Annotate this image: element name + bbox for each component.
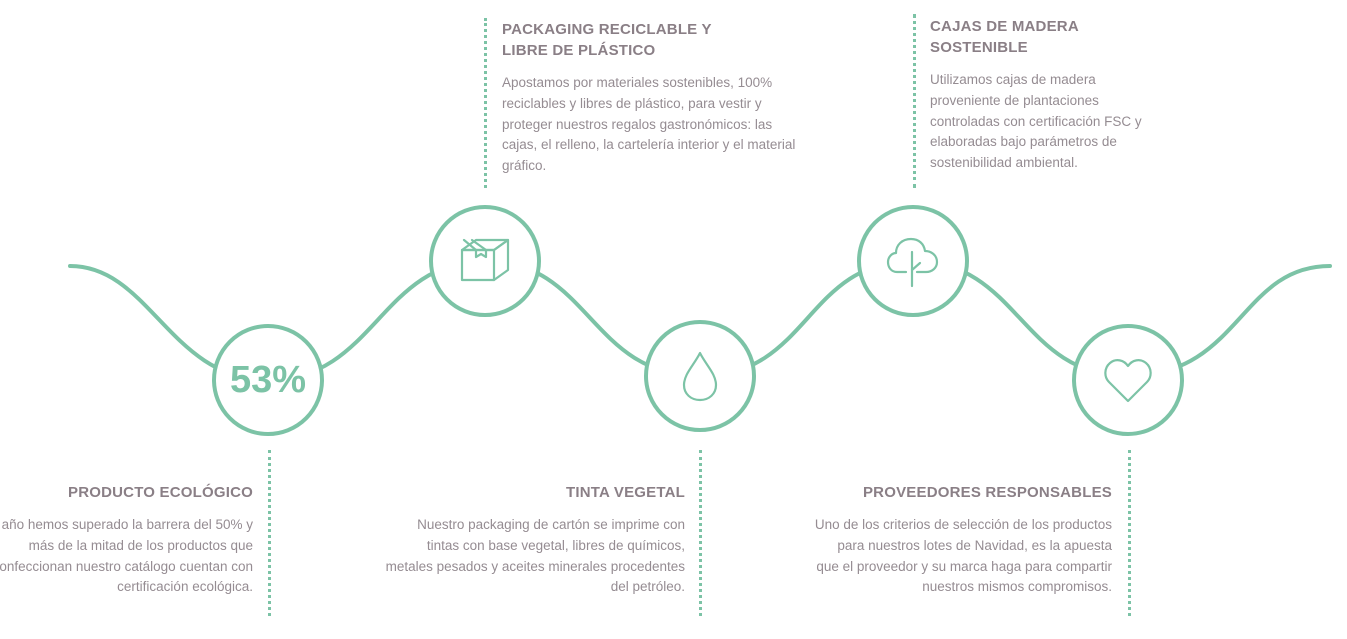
item-text: Apostamos por materiales sostenibles, 10…: [502, 75, 796, 174]
item-text: Este año hemos superado la barrera del 5…: [0, 517, 253, 595]
connector-dots: [484, 18, 487, 188]
item-title: PROVEEDORES RESPONSABLES: [862, 484, 1112, 501]
node-proveedores: [1072, 324, 1184, 436]
item-title: CAJAS DE MADERA SOSTENIBLE: [930, 18, 1079, 56]
tree-icon: [886, 237, 939, 288]
item-title: TINTA VEGETAL: [566, 484, 685, 501]
item-proveedores: PROVEEDORES RESPONSABLES Uno de los crit…: [812, 482, 1112, 598]
item-title: PACKAGING RECICLABLE Y LIBRE DE PLÁSTICO: [502, 21, 712, 59]
connector-dots: [268, 450, 271, 616]
node-cajas-madera: [857, 205, 969, 317]
item-text: Nuestro packaging de cartón se imprime c…: [385, 517, 685, 595]
item-title: PRODUCTO ECOLÓGICO: [68, 484, 253, 501]
heart-icon: [1104, 359, 1152, 403]
box-icon: [460, 238, 510, 282]
drop-icon: [682, 351, 718, 402]
percentage-badge: 53%: [229, 358, 307, 401]
node-packaging: [429, 205, 541, 317]
node-tinta-vegetal: [644, 320, 756, 432]
item-text: Utilizamos cajas de madera proveniente d…: [930, 72, 1142, 171]
item-packaging: PACKAGING RECICLABLE Y LIBRE DE PLÁSTICO…: [502, 19, 802, 177]
connector-dots: [1128, 450, 1131, 616]
connector-dots: [913, 14, 916, 188]
item-cajas-madera: CAJAS DE MADERA SOSTENIBLE Utilizamos ca…: [930, 16, 1150, 174]
item-tinta-vegetal: TINTA VEGETAL Nuestro packaging de cartó…: [385, 482, 685, 598]
item-producto-ecologico: PRODUCTO ECOLÓGICO Este año hemos supera…: [0, 482, 253, 598]
node-producto-ecologico: 53%: [212, 324, 324, 436]
connector-dots: [699, 450, 702, 616]
item-text: Uno de los criterios de selección de los…: [814, 517, 1112, 595]
